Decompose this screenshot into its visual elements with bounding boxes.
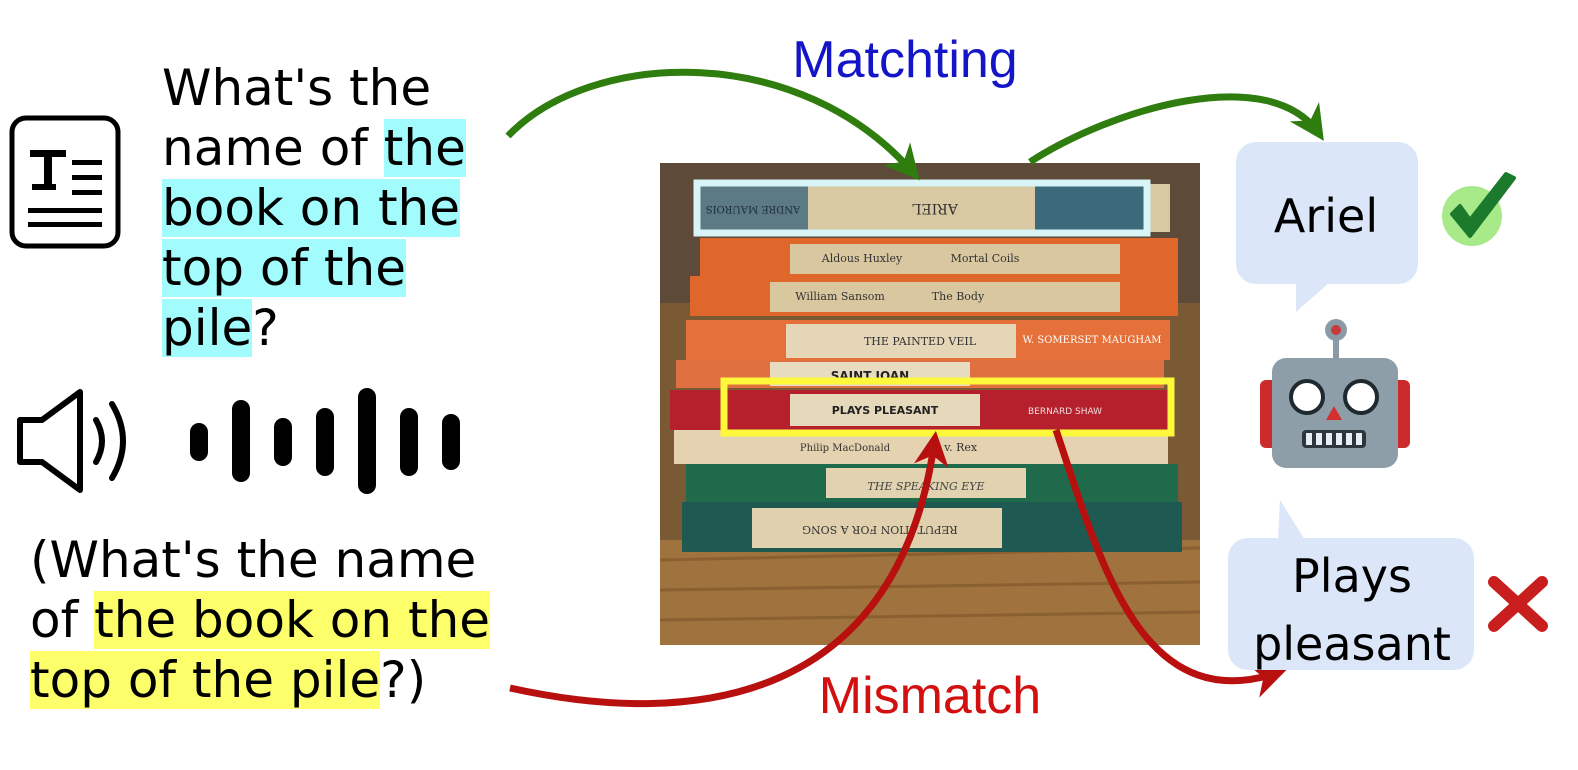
mismatch-arrow-audio-to-image xyxy=(509,431,949,708)
cross-icon xyxy=(1488,576,1548,632)
spine-title-reputation: REPUTATION FOR A SONG xyxy=(802,523,958,536)
mismatch-label: Mismatch xyxy=(818,667,1042,725)
spine-author-maugham: W. SOMERSET MAUGHAM xyxy=(1022,335,1161,346)
matching-label: Matchting xyxy=(792,31,1018,89)
spine-title-painted-veil: THE PAINTED VEIL xyxy=(864,335,977,348)
match-arrow-image-to-answer xyxy=(1028,93,1324,165)
spine-author-huxley: Aldous Huxley xyxy=(821,252,903,265)
text-document-icon xyxy=(9,115,121,249)
audio-transcript: (What's the name of the book on the top … xyxy=(30,530,530,710)
spine-title-ariel: ARIEL xyxy=(912,200,959,216)
spine-author-macdonald: Philip MacDonald xyxy=(800,443,891,454)
wrong-answer-text: Plays pleasant xyxy=(1253,549,1451,671)
robot-icon xyxy=(1260,319,1410,468)
spine-author-sansom: William Sansom xyxy=(795,290,885,303)
audio-pre: (What's the name of xyxy=(30,531,477,649)
audio-post: ?) xyxy=(380,651,427,709)
match-highlight-box xyxy=(693,179,1151,237)
spine-title-x-v-rex: X v. Rex xyxy=(933,441,978,454)
question-text: What's the name of the book on the top o… xyxy=(162,58,492,358)
correct-answer-text: Ariel xyxy=(1273,189,1379,243)
correct-answer-bubble xyxy=(1236,142,1418,312)
mismatch-arrow-image-to-answer xyxy=(1052,428,1287,698)
spine-title-the-body: The Body xyxy=(932,290,985,303)
checkmark-icon xyxy=(1442,172,1516,246)
wrong-answer-bubble xyxy=(1228,500,1474,670)
speaker-icon xyxy=(17,389,126,493)
spine-title-plays-pleasant: PLAYS PLEASANT xyxy=(832,404,939,417)
question-post: ? xyxy=(252,299,279,357)
spine-author-maurois: ANDRE MAUROIS xyxy=(706,203,802,214)
match-arrow-text-to-image xyxy=(505,68,920,181)
audio-waveform-icon xyxy=(190,388,460,494)
spine-author-shaw: BERNARD SHAW xyxy=(1028,407,1102,417)
spine-title-mortal-coils: Mortal Coils xyxy=(951,252,1020,265)
question-pre: What's the name of xyxy=(162,59,432,177)
